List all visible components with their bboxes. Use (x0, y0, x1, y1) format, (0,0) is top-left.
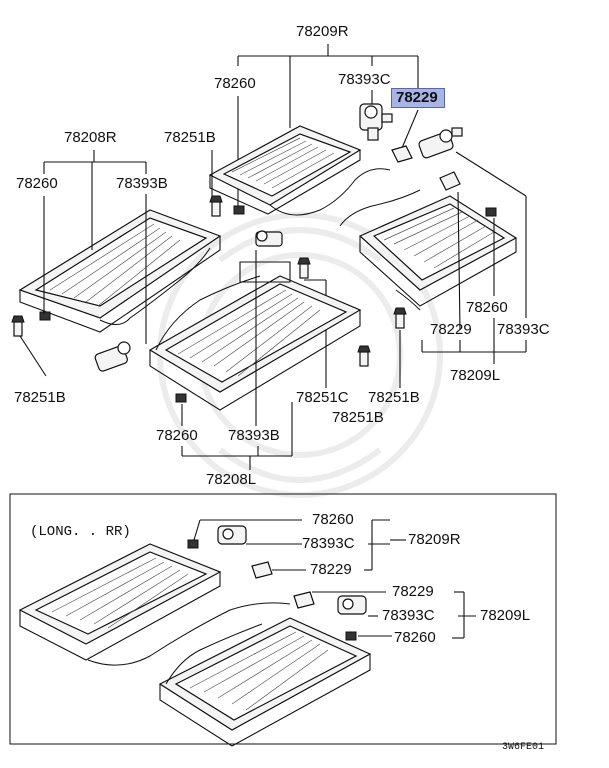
inset-label-78393C-b: 78393C (382, 607, 435, 624)
leader-78209R-top (237, 44, 419, 210)
inset-label-78260-a: 78260 (312, 511, 354, 528)
label-78251B-a: 78251B (164, 129, 216, 146)
inset-motor-78393C-upper (217, 525, 247, 545)
inset-part-78260-upper (187, 539, 199, 549)
label-78393B-b: 78393B (228, 427, 280, 444)
inset-box (9, 493, 557, 745)
inset-leaders (193, 519, 476, 639)
inset-label-78209R: 78209R (408, 531, 461, 548)
inset-label-78260-b: 78260 (394, 629, 436, 646)
inset-label-78393C-a: 78393C (302, 535, 355, 552)
label-78260-a: 78260 (214, 75, 256, 92)
inset-panel-right (158, 617, 372, 747)
panel-left (18, 209, 222, 333)
bolt-78251B-mid (357, 345, 371, 367)
label-78393C-a: 78393C (338, 71, 391, 88)
leader-78208R (19, 150, 213, 377)
part-78229-right (439, 171, 461, 191)
inset-part-78229-lower (293, 591, 315, 609)
label-78251B-d: 78251B (332, 409, 384, 426)
label-78260-d: 78260 (156, 427, 198, 444)
bolt-78251B-upper (209, 195, 223, 217)
label-78208L: 78208L (206, 471, 257, 488)
motor-78393C-top (359, 103, 393, 141)
inset-panel-left (18, 543, 291, 666)
label-78393C-b: 78393C (497, 321, 550, 338)
label-78260-c: 78260 (466, 299, 508, 316)
leader-78209L-right (421, 151, 527, 364)
label-78209L-top: 78209L (450, 367, 501, 384)
label-78208R: 78208R (64, 129, 117, 146)
label-78229-b: 78229 (430, 321, 472, 338)
inset-label-78229-b: 78229 (392, 583, 434, 600)
panel-upper-center (208, 125, 391, 216)
inset-label-78209L: 78209L (480, 607, 531, 624)
inset-label-78229-a: 78229 (310, 561, 352, 578)
inset-part-78229-upper (251, 561, 273, 579)
bolt-78251B-left (11, 315, 25, 337)
label-78393B-a: 78393B (116, 175, 168, 192)
label-78251B-b: 78251B (14, 389, 66, 406)
panel-right (339, 189, 518, 311)
label-78251B-c: 78251B (368, 389, 420, 406)
inset-motor-78393C-lower (337, 595, 367, 615)
label-78209R-top: 78209R (296, 23, 349, 40)
motor-78393B-left (94, 341, 131, 372)
bolt-78251B-right (393, 307, 407, 388)
label-78260-b: 78260 (16, 175, 58, 192)
part-78229-top (391, 145, 413, 163)
inset-title: (LONG. . RR) (30, 524, 131, 540)
diagram-code: 3W6FE01 (502, 742, 545, 753)
inset-part-78260-lower (345, 631, 357, 641)
leader-78208L (181, 250, 293, 470)
motor-78393C-right (418, 127, 463, 159)
label-78229-highlight[interactable]: 78229 (391, 88, 445, 108)
label-78251C: 78251C (296, 389, 349, 406)
